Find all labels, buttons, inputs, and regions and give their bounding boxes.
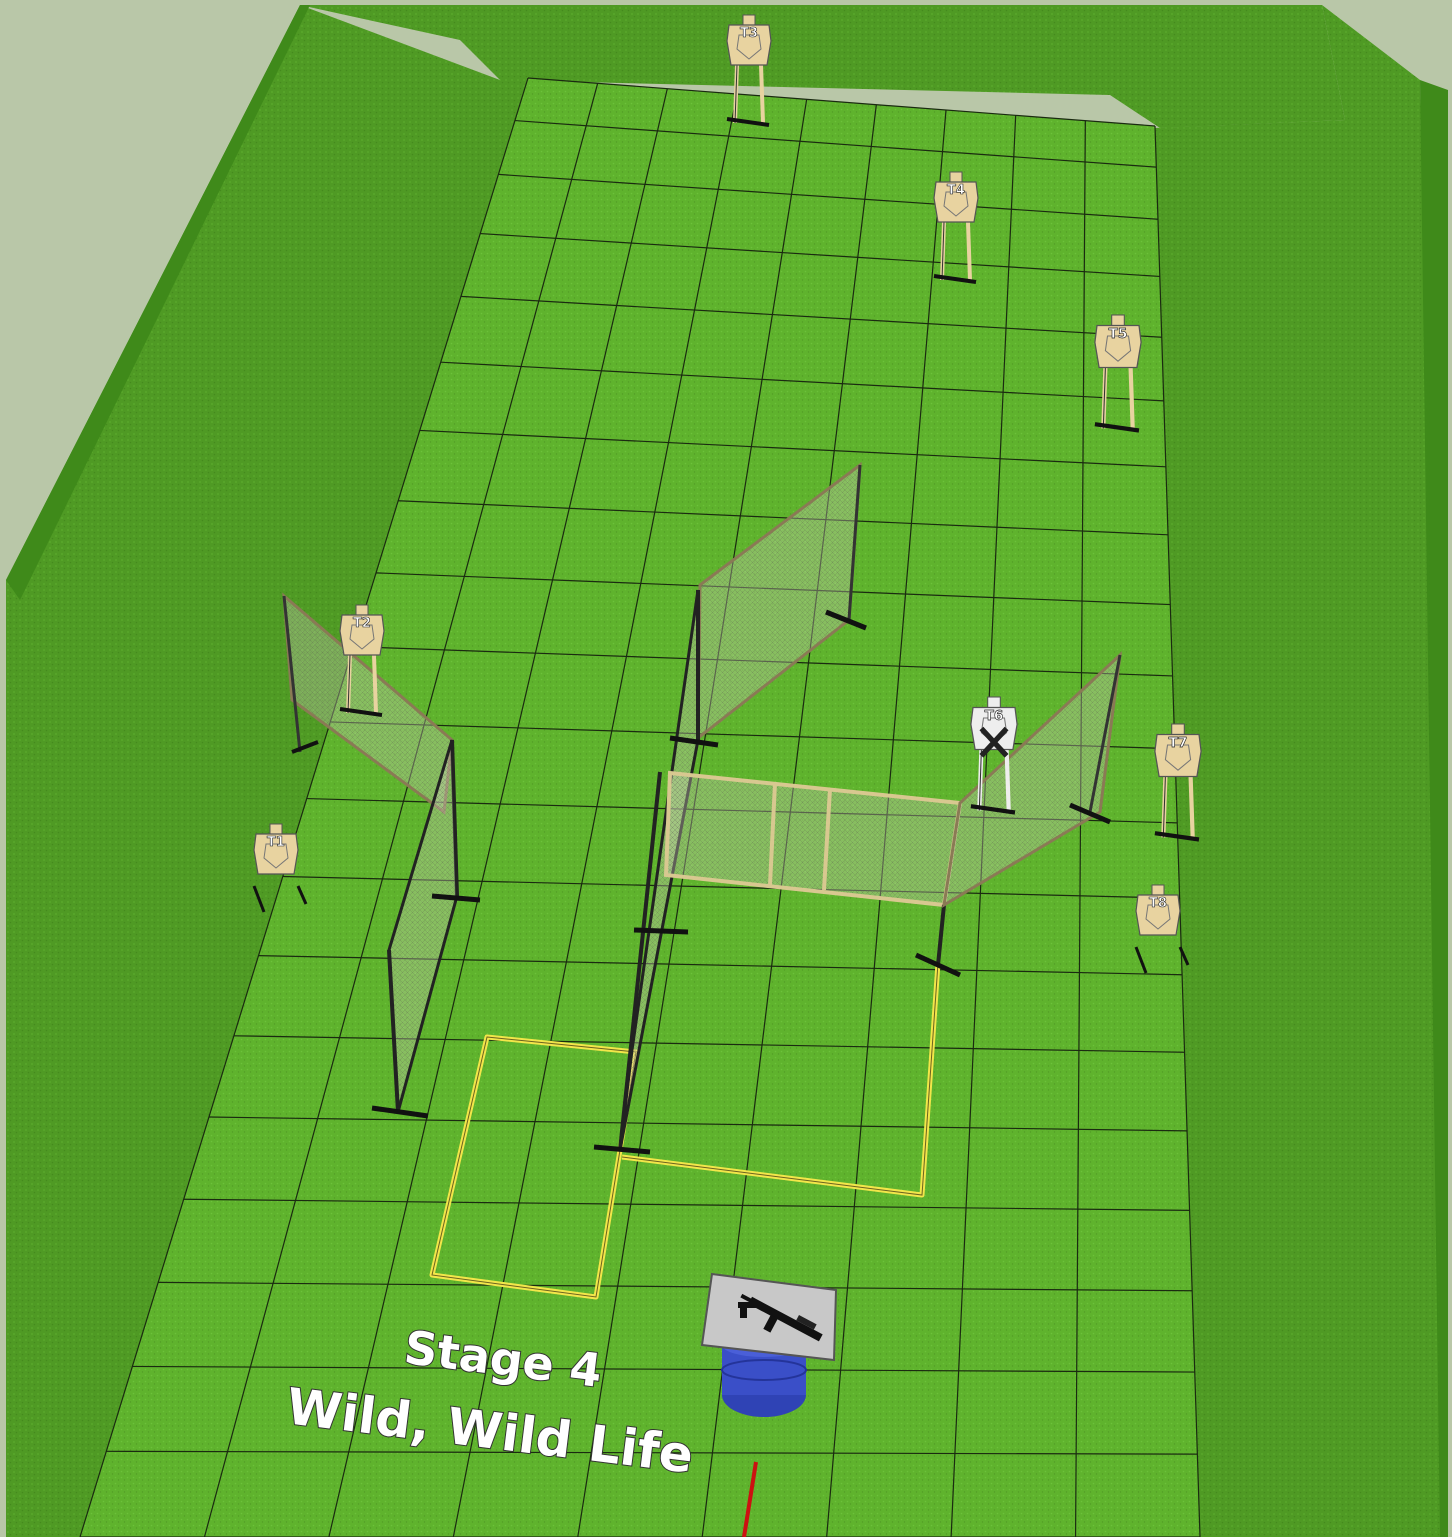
target-label: T2 [353, 616, 371, 631]
right-berm [1155, 5, 1448, 1537]
target-label: T5 [1109, 326, 1128, 342]
target-label: T1 [267, 835, 285, 850]
target-label: T3 [740, 26, 758, 41]
table-top [702, 1274, 836, 1360]
target-label: T8 [1149, 896, 1167, 911]
target-label: T7 [1169, 735, 1188, 751]
target-label: T4 [947, 183, 965, 198]
target-label: T6 [985, 708, 1004, 724]
